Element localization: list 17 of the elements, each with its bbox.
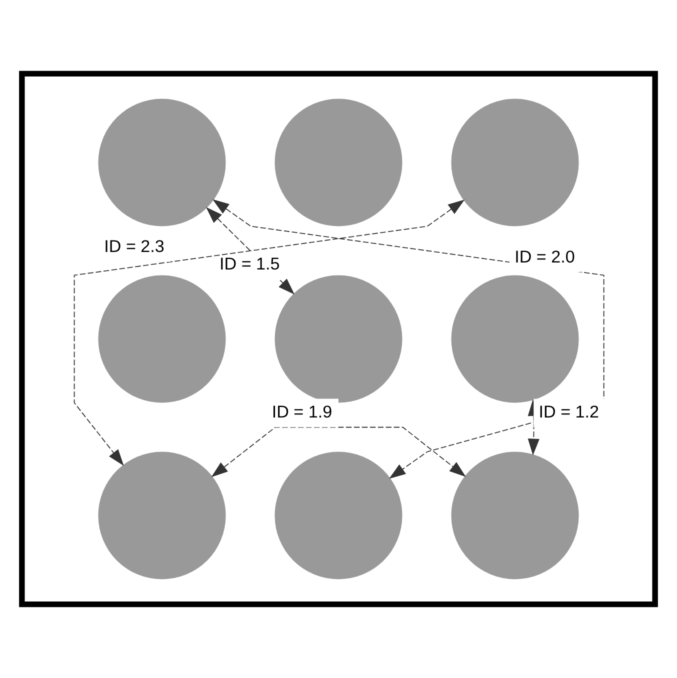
node-circle: [274, 275, 402, 403]
node-circle: [98, 452, 226, 580]
arrow: [206, 207, 295, 294]
node-circle: [98, 98, 226, 226]
node-circle: [451, 452, 579, 580]
edge-label: ID = 1.2: [538, 402, 600, 422]
cluster: [19, 70, 658, 608]
node-circle: [274, 452, 402, 580]
node-circle: [451, 275, 579, 403]
edge-label: ID = 1.5: [220, 254, 280, 274]
node-circle: [274, 98, 402, 226]
node-circle: [98, 275, 226, 403]
edge-label: ID = 1.9: [272, 402, 332, 422]
arrow: [74, 200, 465, 466]
node-circle: [451, 98, 579, 226]
edge-label: ID = 2.3: [104, 237, 164, 256]
edge-label: ID = 2.0: [514, 247, 575, 266]
